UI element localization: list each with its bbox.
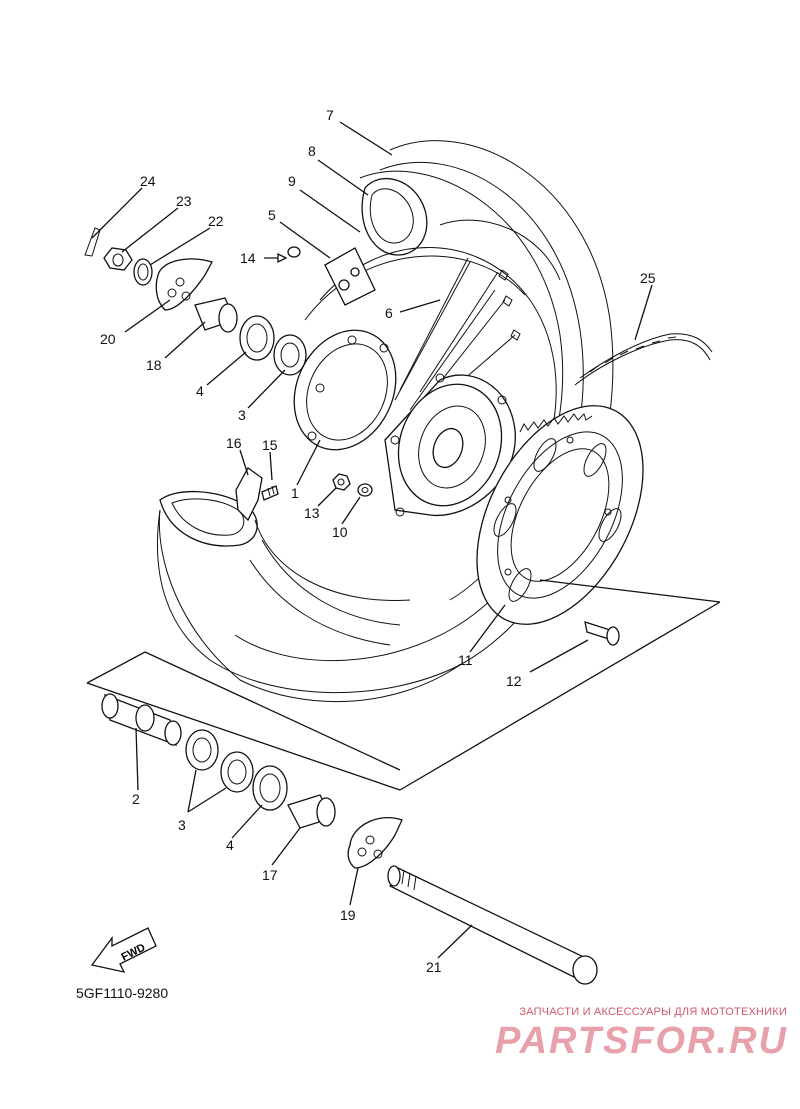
callout-2: 2 — [132, 791, 140, 807]
callout-11: 11 — [458, 652, 473, 668]
arrowhead-14-icon — [277, 252, 288, 264]
bead-stopper — [235, 467, 279, 522]
callout-3-lower: 3 — [178, 817, 186, 833]
hub-nut-and-washer — [332, 473, 373, 497]
callout-21: 21 — [426, 959, 442, 975]
bearing-upper — [273, 334, 307, 376]
bearing-lower-2 — [220, 751, 254, 793]
collar-upper — [194, 297, 238, 333]
drawing-code: 5GF1110-9280 — [76, 985, 168, 1001]
tire-outline — [157, 140, 614, 703]
callout-6: 6 — [385, 305, 393, 321]
watermark-logo: PARTSFOR.RU — [495, 1020, 788, 1062]
chain-puller-left — [155, 258, 213, 311]
rim-band-lower — [159, 490, 258, 547]
drive-chain — [574, 333, 713, 386]
callout-24: 24 — [140, 173, 156, 189]
watermark-tagline: ЗАПЧАСТИ И АКСЕССУАРЫ ДЛЯ МОТОТЕХНИКИ — [519, 1006, 787, 1018]
callout-7: 7 — [326, 107, 334, 123]
explode-frame-lower — [86, 579, 721, 791]
callout-4-lower: 4 — [226, 837, 234, 853]
chain-puller-right — [347, 816, 403, 869]
callout-17: 17 — [262, 867, 278, 883]
hub-body — [384, 373, 516, 517]
callout-19: 19 — [340, 907, 356, 923]
sprocket — [476, 405, 644, 625]
callout-14: 14 — [240, 250, 256, 266]
spacer-lower — [101, 693, 182, 747]
callout-3-upper: 3 — [238, 407, 246, 423]
oil-seal-upper — [239, 315, 275, 361]
sprocket-bolt — [584, 621, 620, 646]
rim-band-upper — [361, 178, 561, 281]
valve-and-nipple — [287, 246, 376, 306]
callout-10: 10 — [332, 524, 348, 540]
oil-seal-lower — [252, 765, 288, 811]
callout-23: 23 — [176, 193, 192, 209]
callout-25: 25 — [640, 270, 656, 286]
bearing-lower-1 — [185, 729, 219, 771]
callout-8: 8 — [308, 143, 316, 159]
callout-9: 9 — [288, 173, 296, 189]
callout-4-upper: 4 — [196, 383, 204, 399]
callout-15: 15 — [262, 437, 278, 453]
callout-18: 18 — [146, 357, 162, 373]
callout-13: 13 — [304, 505, 320, 521]
callout-12: 12 — [506, 673, 522, 689]
axle-nut-upper — [103, 247, 133, 271]
wheel-axle — [387, 865, 598, 985]
washer-upper — [133, 258, 153, 286]
callout-22: 22 — [208, 213, 224, 229]
callout-20: 20 — [100, 331, 116, 347]
callout-1: 1 — [291, 485, 299, 501]
fwd-arrow-icon: FWD — [90, 927, 157, 973]
collar-lower — [287, 794, 336, 829]
callouts: 24 23 22 20 18 4 3 14 5 9 8 7 6 25 16 15… — [100, 107, 656, 975]
callout-16: 16 — [226, 435, 242, 451]
callout-5: 5 — [268, 207, 276, 223]
leader-lines — [91, 121, 653, 959]
